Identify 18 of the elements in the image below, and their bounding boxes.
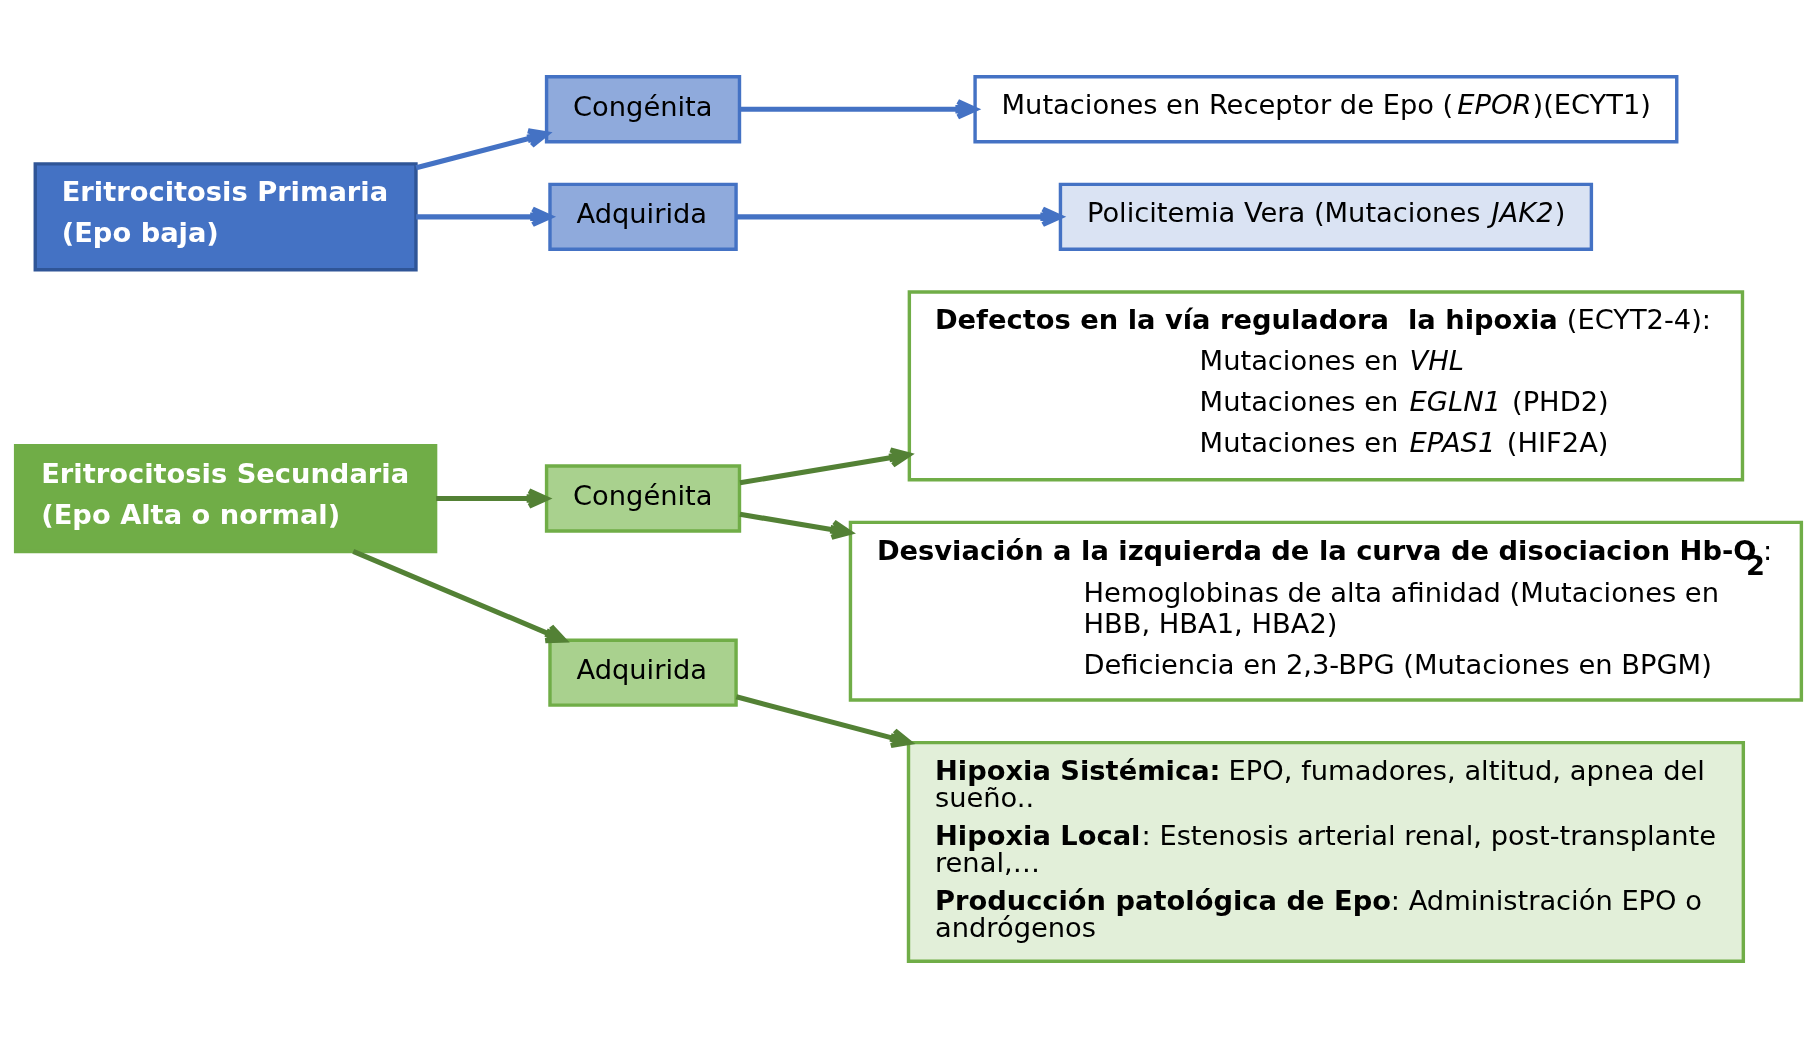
arrow	[735, 694, 912, 749]
arrow	[416, 206, 553, 228]
arrow	[739, 511, 853, 540]
node-box: Defectos en la vía reguladora la hipoxia (ECYT2-4): Mutaciones en VHL Mutaciones en EGLN1 (PHD2) Mutaciones en EPAS1 (HIF2A)	[907, 290, 1745, 482]
node-box: Eritrocitosis Primaria (Epo baja)	[33, 162, 418, 272]
arrow	[415, 128, 550, 171]
node-box: Congénita	[544, 464, 742, 533]
arrow	[352, 549, 567, 644]
node-box: Adquirida	[548, 638, 738, 707]
arrow	[739, 447, 912, 486]
node-box: Hipoxia Sistémica: EPO, fumadores, altitud, apnea del sueño.. Hipoxia Local: Estenosis arterial renal, post-transplante renal,… Producción patológica de Epo: Administración EPO o andrógenos	[906, 740, 1746, 963]
node-box: Eritrocitosis Secundaria (Epo Alta o normal)	[13, 443, 438, 554]
arrow	[739, 99, 978, 120]
node-box: Congénita	[544, 75, 742, 144]
node-box: Mutaciones en Receptor de Epo (EPOR)(ECYT1)	[973, 75, 1679, 144]
arrow	[736, 206, 1063, 228]
node-box: Adquirida	[548, 182, 738, 251]
node-box: Policitemia Vera (Mutaciones JAK2)	[1058, 182, 1594, 251]
